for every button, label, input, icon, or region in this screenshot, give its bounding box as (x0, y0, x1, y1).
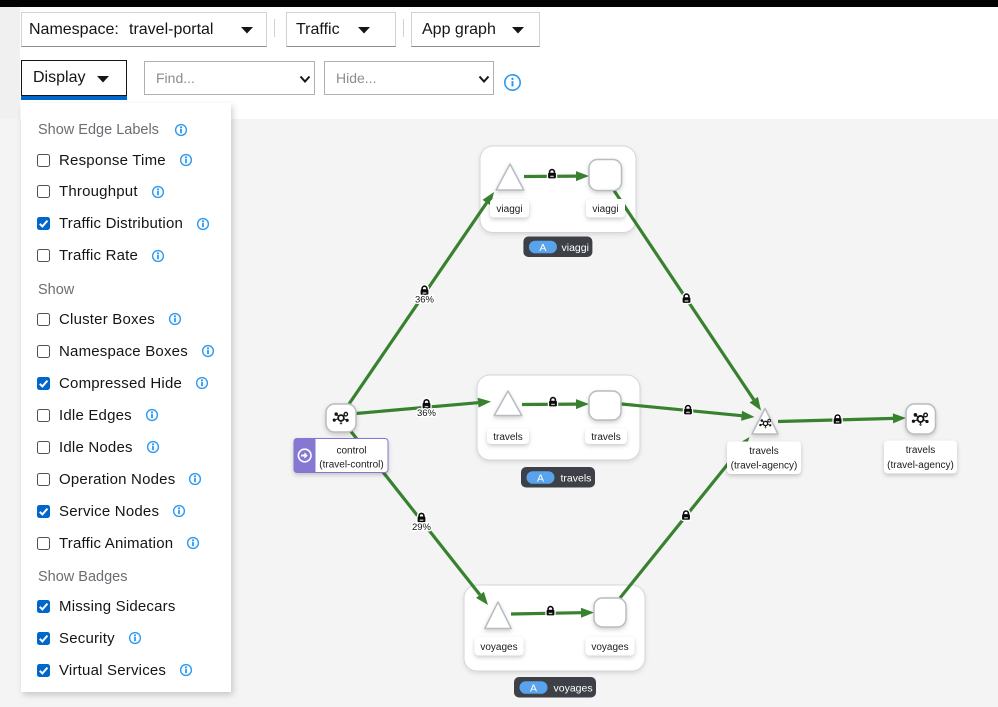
svg-text:voyages: voyages (554, 683, 593, 695)
svg-text:voyages: voyages (591, 642, 628, 653)
svg-text:travels: travels (906, 445, 935, 456)
svg-text:A: A (537, 472, 544, 484)
svg-text:travels: travels (749, 446, 778, 457)
svg-text:36%: 36% (417, 408, 437, 419)
svg-text:viaggi: viaggi (496, 204, 522, 215)
svg-text:voyages: voyages (480, 642, 517, 653)
svg-text:36%: 36% (415, 295, 435, 306)
svg-text:(travel-agency): (travel-agency) (887, 460, 954, 471)
svg-text:travels: travels (591, 432, 620, 443)
svg-text:(travel-control): (travel-control) (319, 460, 383, 471)
svg-text:(travel-agency): (travel-agency) (731, 461, 798, 472)
svg-text:viaggi: viaggi (562, 242, 589, 254)
svg-text:A: A (530, 682, 537, 694)
svg-text:viaggi: viaggi (592, 204, 618, 215)
svg-text:control: control (336, 446, 366, 457)
svg-text:A: A (539, 242, 546, 254)
svg-text:travels: travels (493, 432, 522, 443)
svg-text:travels: travels (561, 473, 592, 485)
svg-text:29%: 29% (412, 522, 432, 533)
